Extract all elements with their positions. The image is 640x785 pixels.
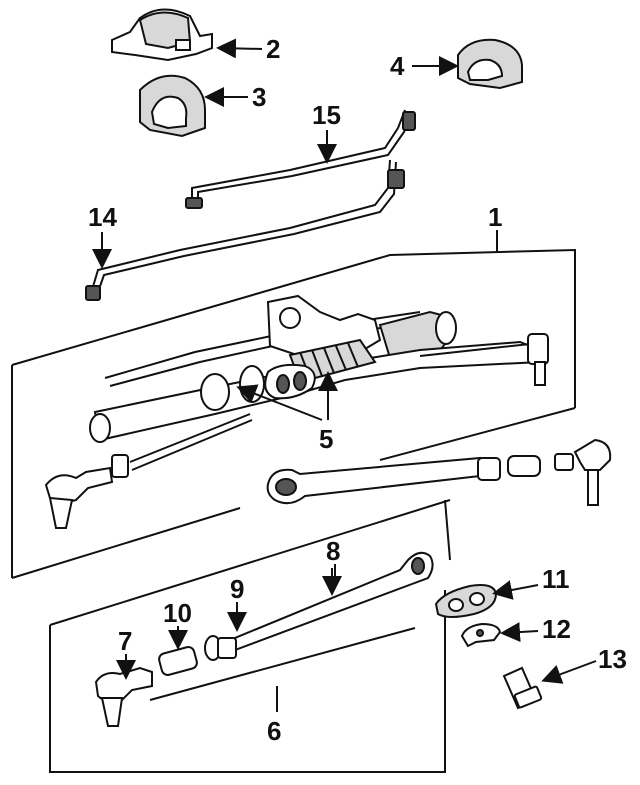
callout-7: 7: [118, 626, 132, 656]
callout-6: 6: [267, 716, 281, 746]
callout-14: 14: [88, 202, 117, 232]
bushing-bracket: [111, 8, 213, 62]
bushing-right: [457, 38, 523, 90]
callout-10: 10: [163, 598, 192, 628]
lock-clamp: [460, 622, 502, 648]
steering-rack-assembly: [44, 294, 549, 529]
callout-3: 3: [252, 82, 266, 112]
callout-5: 5: [319, 424, 333, 454]
mounting-gasket: [434, 584, 498, 618]
outer-tie-rod-assembly: [266, 438, 612, 506]
adjusting-sleeve: [158, 646, 198, 676]
assembly-frame-lower: [49, 499, 451, 773]
callout-11: 11: [542, 564, 570, 594]
callout-9: 9: [230, 574, 244, 604]
pressure-tube: [185, 109, 416, 209]
callout-12: 12: [542, 614, 571, 644]
callout-8: 8: [326, 536, 340, 566]
leader-lines: [92, 38, 597, 712]
mounting-bolt: [502, 666, 543, 710]
callout-13: 13: [598, 644, 627, 674]
rod-end-fitting: [204, 635, 237, 661]
inner-tie-rod: [228, 551, 434, 652]
callout-labels: 2 3 4 15 14 1 5 8 9 10 7 6 11 12 13: [88, 34, 627, 746]
callout-15: 15: [312, 100, 341, 130]
callout-2: 2: [266, 34, 280, 64]
return-tube: [85, 159, 405, 301]
tie-rod-end: [94, 666, 153, 727]
stabilizer-bushing: [139, 74, 206, 138]
callout-4: 4: [390, 51, 405, 81]
assembly-frame-upper: [11, 248, 576, 579]
callout-1: 1: [488, 202, 502, 232]
